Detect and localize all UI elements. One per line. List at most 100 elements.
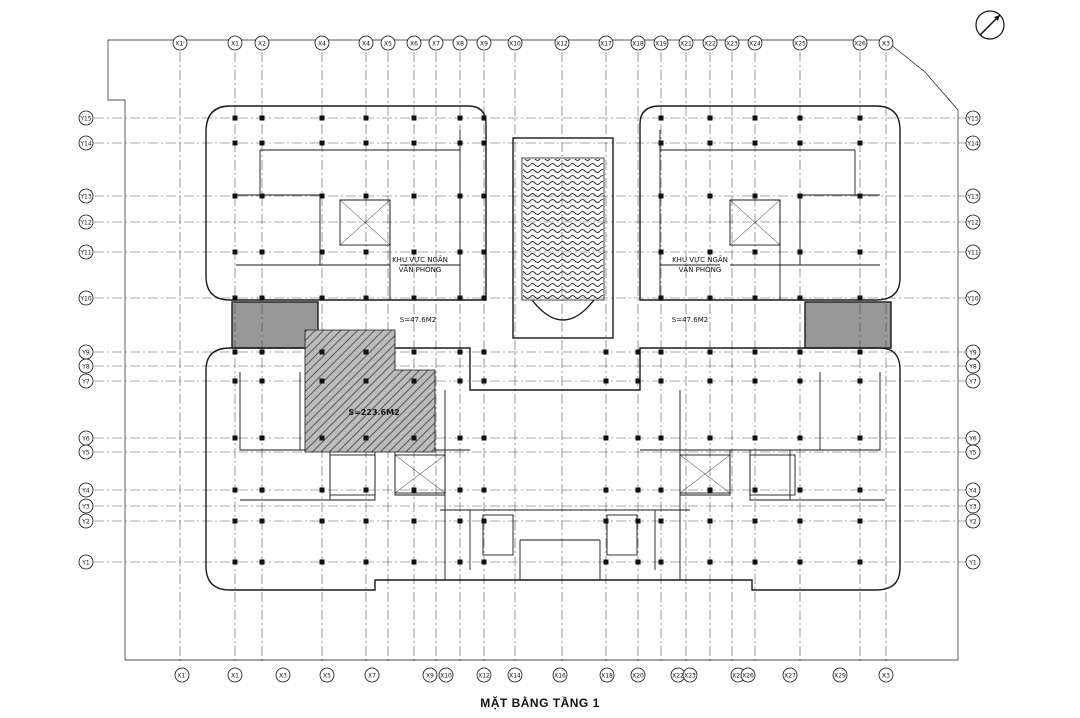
column [603,559,609,565]
column [457,518,463,524]
hatched-area [304,329,436,453]
grid-bubble-top [630,35,646,51]
column [259,518,265,524]
column [658,193,664,199]
column [658,435,664,441]
column [363,487,369,493]
grid-label-top: X1' [175,41,185,48]
column [319,487,325,493]
column [797,249,803,255]
column [797,115,803,121]
grid-bubble-bottom [878,667,894,683]
column [457,193,463,199]
grid-label-top: X4 [318,41,326,48]
grid-label-left: Y14 [79,140,91,147]
grid-bubble-right [965,513,981,529]
grid-label-left: Y13 [79,193,91,200]
column [797,487,803,493]
grid-bubble-top [314,35,330,51]
column [707,249,713,255]
office-zone-right-label-2: VĂN PHÒNG [679,265,722,274]
left-tower-outline [205,105,487,301]
column [259,193,265,199]
grid-label-top: X25 [794,41,806,48]
atrium-inner [521,157,605,301]
grid-bubble-top [476,35,492,51]
lift-core [606,514,638,556]
column [707,559,713,565]
lift-core [339,199,391,246]
grid-bubble-right [965,498,981,514]
grid-label-top: X2 [258,41,266,48]
grid-bubble-left [78,444,94,460]
grid-bubble-bottom [476,667,492,683]
grid-label-right: Y8 [968,363,977,370]
grid-bubble-bottom [740,667,756,683]
grid-label-bottom: X1 [231,673,239,680]
column [363,140,369,146]
grid-label-bottom: X22 [672,673,684,680]
grid-label-bottom: X1' [177,673,187,680]
grid-bubble-right [965,444,981,460]
column [232,518,238,524]
grid-bubble-left [78,554,94,570]
grid-bubble-bottom [682,667,698,683]
column [457,559,463,565]
partition [659,130,880,300]
column [635,349,641,355]
column [457,140,463,146]
column [797,349,803,355]
column [707,487,713,493]
column [797,518,803,524]
column [411,559,417,565]
column [319,518,325,524]
grid-bubble-top [507,35,523,51]
column [481,349,487,355]
column [481,249,487,255]
grid-bubble-left [78,373,94,389]
building-outline [107,39,959,661]
column [658,559,664,565]
column [363,295,369,301]
grid-label-bottom: X12 [478,673,490,680]
grid-label-bottom: X23 [684,673,696,680]
grid-bubble-right [965,482,981,498]
column [259,249,265,255]
column [363,349,369,355]
grid-bubble-left [78,135,94,151]
grid-bubble-bottom [422,667,438,683]
grid-label-top: X22 [704,41,716,48]
grid-bubble-left [78,498,94,514]
column [411,349,417,355]
grid-bubble-left [78,290,94,306]
column [411,249,417,255]
column [259,115,265,121]
column [457,349,463,355]
column [232,349,238,355]
grid-bubble-top [172,35,188,51]
grid-bubble-right [965,358,981,374]
atrium-water-pattern [523,159,603,299]
drawing-title: MẶT BẰNG TẦNG 1 [480,696,600,710]
grid-bubble-bottom [507,667,523,683]
area-hatched-label: S=223.6M2 [348,408,399,417]
column [481,378,487,384]
grid-bubble-top [428,35,444,51]
grid-bubble-bottom [630,667,646,683]
grid-bubble-top [747,35,763,51]
column [411,295,417,301]
column [658,115,664,121]
column [363,378,369,384]
column [857,435,863,441]
grid-label-bottom: X20 [632,673,644,680]
grid-bubble-top [406,35,422,51]
grid-label-left: Y15 [79,115,91,122]
grid-bubble-top [254,35,270,51]
grid-label-right: Y15 [966,115,978,122]
grid-bubble-bottom [832,667,848,683]
grid-bubble-right [965,244,981,260]
podium-outline [205,347,901,591]
column [707,349,713,355]
grid-bubble-left [78,110,94,126]
